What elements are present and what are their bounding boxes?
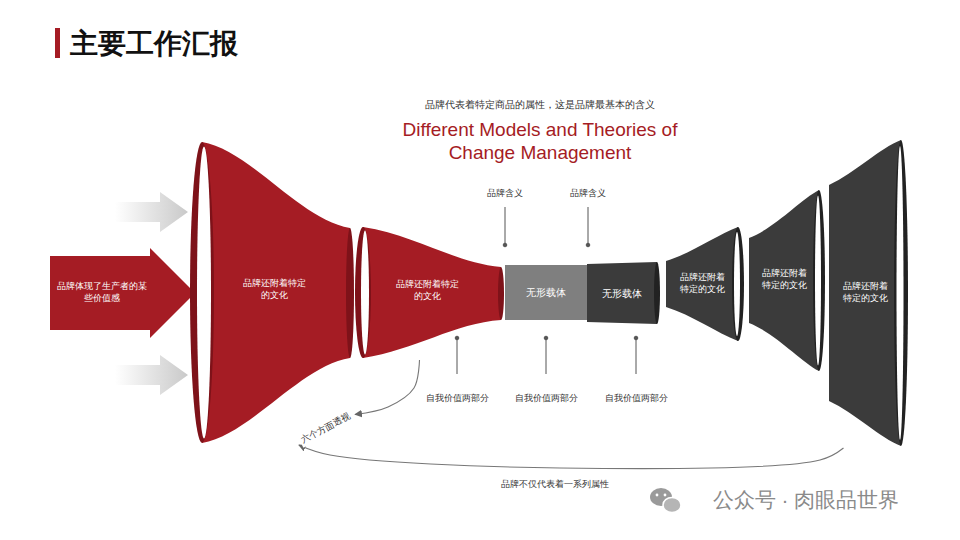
subtitle: 品牌代表着特定商品的属性，这是品牌最基本的含义 — [425, 99, 655, 111]
leader-line — [636, 338, 637, 374]
input-arrow-body — [50, 248, 195, 338]
node-label: 无形载体 — [591, 287, 653, 300]
node-label: 无形载体 — [511, 286, 581, 299]
rim — [346, 228, 354, 358]
node-label: 品牌还附着特定的文化 — [759, 268, 809, 291]
rim — [498, 267, 504, 320]
leader-dot — [503, 243, 507, 247]
rim — [654, 262, 660, 324]
wechat-icon — [650, 488, 681, 513]
rim — [732, 227, 744, 341]
dark-tube-body — [587, 262, 657, 324]
rim — [355, 227, 371, 358]
rim — [197, 147, 211, 439]
node-label: 品牌体现了生产者的某些价值感 — [54, 281, 150, 304]
cone-small: 品牌还附着特定的文化 — [662, 225, 744, 343]
grey-arrow — [115, 192, 188, 232]
leader-dot — [455, 336, 459, 340]
grey-tube-body — [505, 265, 587, 320]
rim — [734, 232, 740, 336]
leader-line — [505, 207, 506, 245]
cone-small-body — [666, 227, 738, 341]
grey-tube: 无形载体 — [505, 265, 587, 320]
funnel-large: 品牌还附着特定的文化 — [190, 140, 355, 445]
leader-dot — [634, 336, 638, 340]
page-title: 主要工作汇报 — [70, 25, 238, 63]
rim — [361, 231, 369, 355]
annotation: 品牌含义 — [487, 188, 523, 199]
input-arrow: 品牌体现了生产者的某些价值感 — [50, 248, 195, 338]
annotation: 自我价值两部分 — [515, 393, 578, 404]
node-label: 品牌还附着特定的文化 — [392, 279, 462, 302]
rim — [815, 196, 821, 366]
funnel-large-body — [202, 142, 350, 443]
curved-arrow — [355, 360, 420, 415]
cone-medium: 品牌还附着特定的文化 — [745, 188, 825, 373]
leader-line — [588, 207, 589, 245]
node-label: 品牌还附着特定的文化 — [677, 272, 727, 295]
edge-label: 六个方面透视 — [297, 409, 354, 448]
annotation: 品牌含义 — [570, 188, 606, 199]
leader-line — [546, 338, 547, 374]
cone-large: 品牌还附着特定的文化 — [825, 138, 909, 448]
node-label: 品牌还附着特定的文化 — [840, 281, 890, 304]
funnel-small-body — [363, 227, 501, 358]
rim — [190, 142, 214, 443]
rim — [813, 190, 825, 371]
input-arrow-shape — [50, 248, 195, 338]
annotation: 自我价值两部分 — [426, 393, 489, 404]
watermark: 公众号 · 肉眼品世界 — [713, 487, 900, 512]
rim — [897, 146, 904, 440]
edge-label: 品牌不仅代表着一系列属性 — [499, 478, 611, 491]
node-label: 品牌还附着特定的文化 — [239, 278, 309, 301]
cone-medium-body — [749, 190, 819, 371]
leader-line — [457, 338, 458, 374]
rim — [894, 140, 908, 446]
title-bar — [55, 28, 60, 58]
dark-tube: 无形载体 — [587, 262, 660, 324]
funnel-small: 品牌还附着特定的文化 — [355, 225, 505, 360]
leader-dot — [544, 336, 548, 340]
grey-arrow — [115, 355, 188, 395]
curved-arrow — [299, 445, 844, 469]
heading: Different Models and Theories of Change … — [380, 119, 700, 165]
annotation: 自我价值两部分 — [605, 393, 668, 404]
cone-large-body — [829, 140, 901, 446]
leader-dot — [586, 243, 590, 247]
